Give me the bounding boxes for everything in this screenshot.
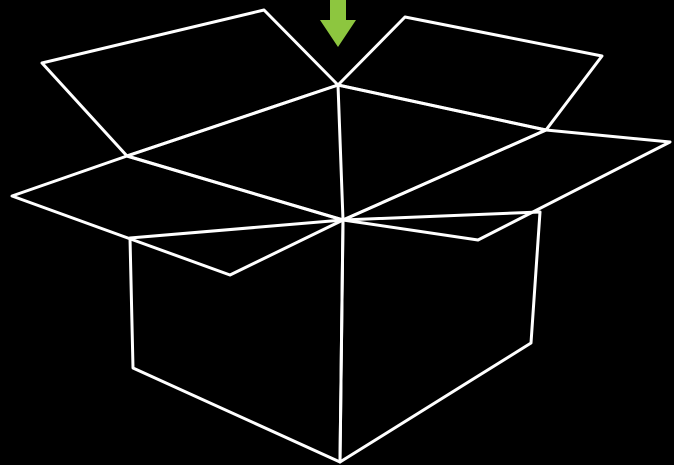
down-arrow-icon	[320, 0, 356, 47]
box-left-face	[130, 220, 343, 462]
front-left-flap	[12, 156, 343, 275]
front-right-flap	[343, 130, 670, 240]
box-right-face	[340, 212, 540, 462]
box-inner-back-edge	[338, 85, 343, 220]
box-opening	[127, 85, 546, 220]
